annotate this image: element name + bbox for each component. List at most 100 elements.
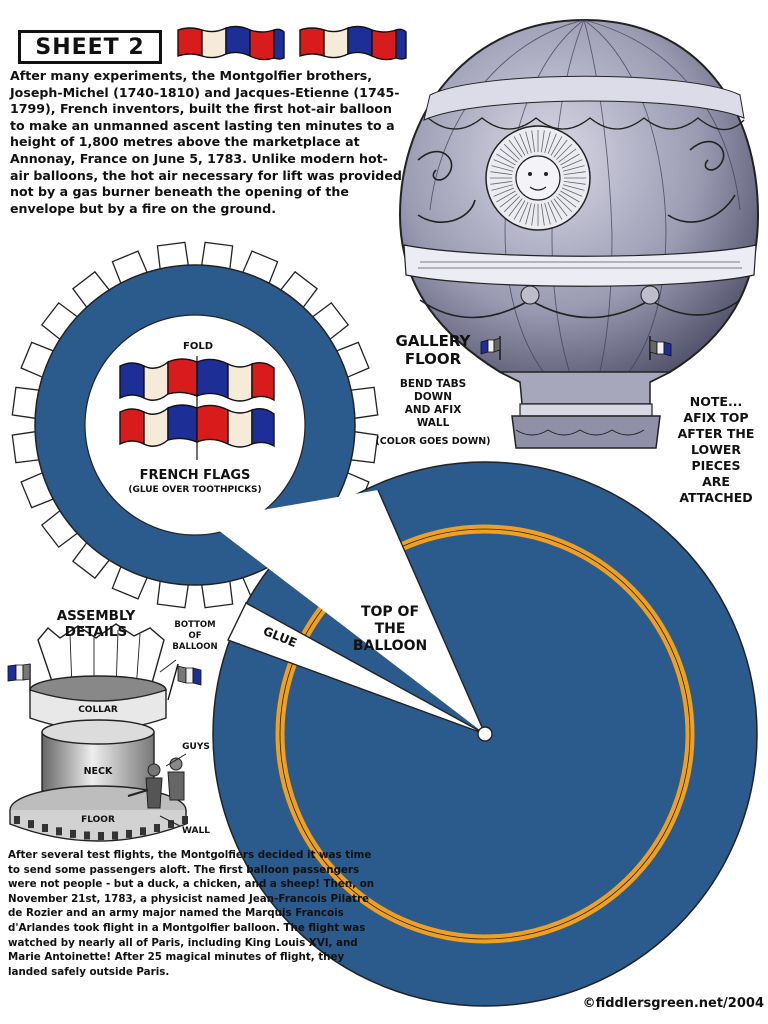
sun-ray xyxy=(560,190,580,203)
intro-paragraph: After many experiments, the Montgolfier … xyxy=(10,68,402,216)
sun-ray xyxy=(491,165,514,172)
sun-ray xyxy=(519,201,529,223)
bottom-of-balloon-label: BOTTOM OF BALLOON xyxy=(166,620,224,653)
balloon-top-label-line: BALLOON xyxy=(352,638,428,654)
gallery-floor-instructions: BEND TABS DOWN AND AFIX WALL xyxy=(378,378,488,430)
wall-label: WALL xyxy=(182,826,210,836)
neck-label: NECK xyxy=(83,766,113,777)
hot-air-balloon-illustration xyxy=(398,18,760,449)
sun-ray xyxy=(493,187,515,197)
instruction-line: WALL xyxy=(416,417,450,429)
sun-ray xyxy=(531,203,535,226)
french-flag-icon xyxy=(167,663,202,701)
balloon-top-cutout xyxy=(205,490,485,734)
sun-ray xyxy=(547,201,557,223)
french-flag-icon xyxy=(299,25,407,61)
collar-label: COLLAR xyxy=(78,705,118,715)
french-flag-icon xyxy=(649,336,672,360)
wall-crenel xyxy=(140,827,146,836)
sheet-label: SHEET 2 xyxy=(18,30,162,64)
sun-ray xyxy=(490,181,513,185)
wall-crenel xyxy=(168,820,174,829)
note-line: AFIX TOP xyxy=(683,410,749,425)
note-block: NOTE... AFIX TOP AFTER THE LOWER PIECES … xyxy=(666,394,766,506)
wall-crenel xyxy=(14,816,20,824)
wall-crenel xyxy=(84,831,90,840)
bottom-label-line: BOTTOM xyxy=(174,620,216,630)
gallery-floor-piece xyxy=(11,241,379,609)
sun-ray xyxy=(553,139,568,158)
sun-ray xyxy=(496,153,516,166)
assembly-diagram xyxy=(7,623,202,842)
passenger-figures xyxy=(127,757,185,809)
sun-ray xyxy=(525,202,532,225)
sun-ray xyxy=(550,136,563,156)
sun-ray xyxy=(508,198,523,217)
sun-ray xyxy=(562,184,585,191)
french-flags-label: FRENCH FLAGS xyxy=(139,468,251,483)
sun-ray xyxy=(493,159,515,169)
wall-crenel xyxy=(56,827,62,836)
balloon-top-label-line: THE xyxy=(374,621,406,637)
note-line: PIECES xyxy=(691,458,741,473)
sun-ray xyxy=(490,171,513,175)
instruction-line: AND AFIX xyxy=(404,404,462,416)
sun-ray xyxy=(558,193,577,208)
copyright-footer: ©fiddlersgreen.net/2004 xyxy=(582,996,764,1011)
sun-ray xyxy=(541,203,545,226)
sun-ray xyxy=(513,136,526,156)
glue-tab xyxy=(227,602,486,735)
fold-flags xyxy=(119,356,275,460)
wall-crenel xyxy=(42,824,48,832)
french-flag-icon xyxy=(119,404,275,448)
sun-ray xyxy=(561,187,583,197)
wall-crenel xyxy=(70,829,76,838)
french-flag-icon xyxy=(7,663,31,690)
sun-ray xyxy=(556,196,573,213)
assembly-title-line: ASSEMBLY xyxy=(56,608,136,624)
sun-ray xyxy=(558,148,577,163)
sun-ray xyxy=(499,193,518,208)
wall-crenel xyxy=(112,831,118,840)
balloon-top-piece xyxy=(205,461,758,1007)
sun-ray xyxy=(550,200,563,220)
bottom-label-line: OF xyxy=(188,631,202,641)
header-flags xyxy=(177,25,407,61)
sun-ray xyxy=(499,148,518,163)
wall-crenel xyxy=(154,824,160,832)
wall-crenel xyxy=(126,829,132,838)
assembly-title-line: DETAILS xyxy=(64,624,128,640)
note-line: ARE xyxy=(702,474,730,489)
wall-crenel xyxy=(98,832,104,840)
note-line: AFTER THE xyxy=(677,426,755,441)
sun-ray xyxy=(508,139,523,158)
sun-ray xyxy=(531,130,535,153)
note-line: NOTE... xyxy=(689,394,743,409)
sun-ray xyxy=(563,171,586,175)
bottom-label-line: BALLOON xyxy=(172,642,218,652)
sun-ray xyxy=(503,143,520,160)
note-line: LOWER xyxy=(690,442,742,457)
guys-label: GUYS xyxy=(182,742,210,752)
note-line: ATTACHED xyxy=(679,490,753,505)
french-flag-icon xyxy=(177,25,285,61)
gallery-title-line: GALLERY xyxy=(395,332,471,350)
wall-crenel xyxy=(28,820,34,829)
sun-ray xyxy=(503,196,520,213)
gallery-title-line: FLOOR xyxy=(404,350,462,368)
gallery-floor-title: GALLERY FLOOR xyxy=(378,332,488,368)
instruction-line: BEND TABS xyxy=(399,378,467,390)
sun-ray xyxy=(513,200,526,220)
sun-ray xyxy=(560,153,580,166)
sun-ray xyxy=(563,181,586,185)
sun-ray xyxy=(491,184,514,191)
french-flags-note: (GLUE OVER TOOTHPICKS) xyxy=(128,485,262,495)
balloon-top-label-line: TOP OF xyxy=(360,604,420,620)
sun-ray xyxy=(556,143,573,160)
sun-ray xyxy=(547,133,557,155)
french-flag-icon xyxy=(480,336,501,360)
sun-ray xyxy=(525,131,532,154)
sun-ray xyxy=(561,159,583,169)
balloon-top-center-hole xyxy=(477,726,493,742)
fold-label: FOLD xyxy=(182,341,213,352)
